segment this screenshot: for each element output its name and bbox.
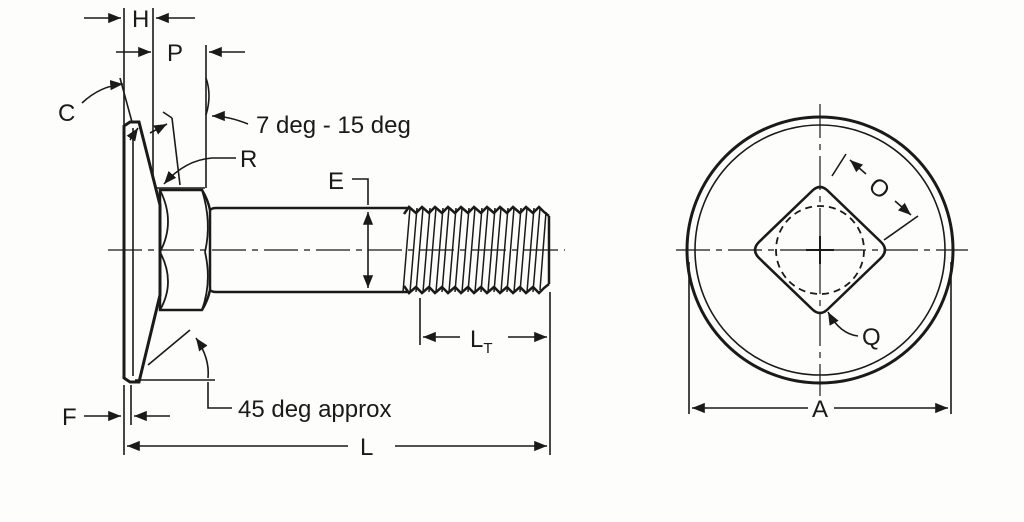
label-E: E [328,168,344,195]
leader-E [352,178,369,205]
head-inner-circle [694,124,946,376]
angle-arc-45 [195,337,210,379]
ext-O-1 [831,153,847,177]
taper-line-1 [171,117,181,186]
neck-arc-upper [159,189,169,253]
dim-O-upper-arrow [849,159,867,175]
label-LT: LT [470,326,493,357]
bolt-head-dome [122,120,162,384]
leader-45 [207,382,232,409]
label-A: A [812,396,828,423]
label-P: P [167,40,183,67]
label-angle: 45 deg approx [238,396,391,423]
label-O: O [863,172,895,205]
square-neck-outline [753,185,887,315]
neck-arc-right-upper [201,189,209,253]
thread-hatching [402,207,547,293]
neck-arc-right-lower [201,251,209,311]
bolt-side-view [108,120,565,384]
ext-O-2 [883,215,919,241]
shank-hidden-circle [775,205,865,295]
bolt-top-view [676,104,968,396]
bolt-shank [209,206,408,294]
label-H: H [132,6,149,33]
neck-arc-lower [159,251,169,311]
dim-O-lower-arrow [894,200,912,216]
leader-Q [827,311,859,337]
angle-line-45 [147,329,191,366]
thread-profile-top [402,205,550,217]
leader-C [81,80,124,104]
label-C: C [58,100,75,127]
taper-line-2 [162,111,173,119]
leader-R [163,157,236,185]
C-slope-line [119,77,133,123]
label-Q: Q [862,324,881,351]
label-F: F [62,404,77,431]
label-taper-angle: 7 deg - 15 deg [256,112,411,139]
leader-taper-angle [211,110,249,125]
label-R: R [240,146,257,173]
top-dimensions [688,153,952,414]
taper-arrow [149,123,168,135]
C-slope-arrow [126,127,139,142]
side-dimensions [81,8,551,455]
head-outer-circle [685,115,955,385]
taper-arc [205,77,210,116]
label-L: L [360,434,373,461]
